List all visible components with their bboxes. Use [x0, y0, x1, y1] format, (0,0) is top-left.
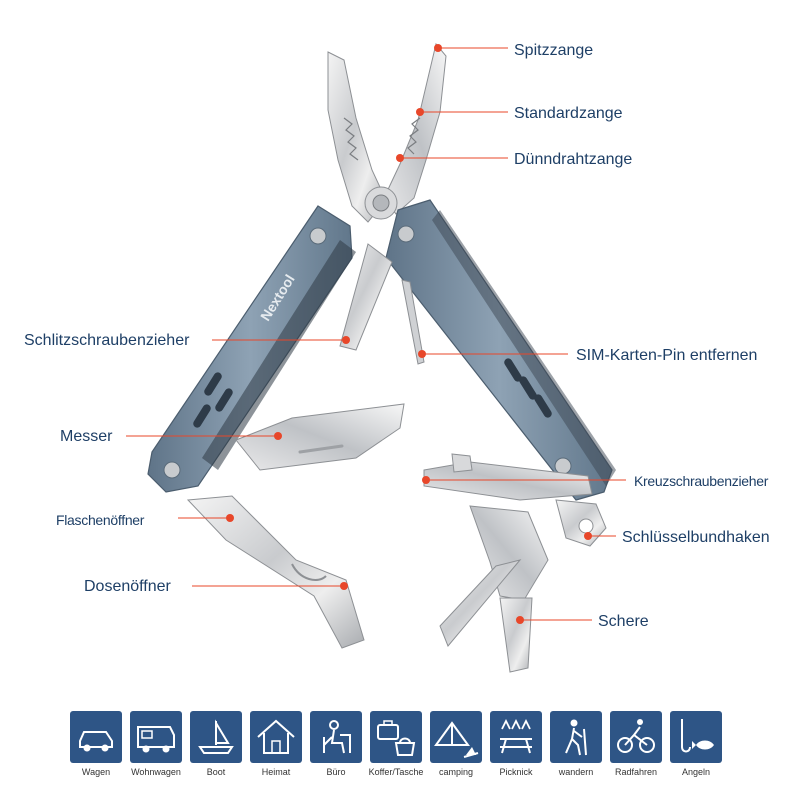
- label-messer: Messer: [60, 428, 113, 445]
- label-kreuzschraubenzieher: Kreuzschraubenzieher: [634, 473, 769, 489]
- car-icon: [70, 711, 122, 763]
- usage-item: wandern: [550, 711, 602, 777]
- usage-item: Boot: [190, 711, 242, 777]
- callout-leaders: [126, 44, 626, 624]
- caravan-icon: [130, 711, 182, 763]
- usage-item: Picknick: [490, 711, 542, 777]
- tent-icon: [430, 711, 482, 763]
- usage-item: Wohnwagen: [130, 711, 182, 777]
- usage-label: Koffer/Tasche: [368, 767, 424, 777]
- fishing-icon: [670, 711, 722, 763]
- pliers-jaws: [327, 42, 447, 223]
- key-hook: [555, 499, 607, 547]
- usage-icon-strip: Wagen Wohnwagen Boot Heimat Büro Koffer/…: [70, 711, 730, 791]
- label-flaschenoeffner: Flaschenöffner: [56, 512, 145, 528]
- bottle-can-opener: [186, 495, 365, 649]
- usage-label: wandern: [558, 767, 594, 777]
- usage-label: Picknick: [499, 767, 533, 777]
- usage-label: Büro: [326, 767, 346, 777]
- label-dosenoeffner: Dosenöffner: [84, 578, 171, 595]
- usage-item: Wagen: [70, 711, 122, 777]
- label-schluesselbundhaken: Schlüsselbundhaken: [622, 529, 770, 546]
- usage-label: Wohnwagen: [131, 767, 181, 777]
- scissors: [439, 505, 549, 673]
- usage-item: Angeln: [670, 711, 722, 777]
- usage-label: Angeln: [681, 767, 711, 777]
- label-schere: Schere: [598, 613, 649, 630]
- usage-label: Radfahren: [614, 767, 658, 777]
- usage-item: Koffer/Tasche: [369, 711, 423, 777]
- cycling-icon: [610, 711, 662, 763]
- label-standardzange: Standardzange: [514, 105, 623, 122]
- house-icon: [250, 711, 302, 763]
- right-handle: [385, 199, 616, 501]
- usage-label: Wagen: [81, 767, 111, 777]
- usage-label: Boot: [206, 767, 226, 777]
- usage-item: camping: [430, 711, 482, 777]
- suitcase-icon: [370, 711, 422, 763]
- label-duenndrahtzange: Dünndrahtzange: [514, 151, 633, 168]
- usage-item: Radfahren: [610, 711, 662, 777]
- label-schlitzschraubenzieher: Schlitzschraubenzieher: [24, 332, 190, 349]
- phillips-screwdriver: [423, 453, 593, 501]
- usage-label: Heimat: [261, 767, 291, 777]
- boat-icon: [190, 711, 242, 763]
- office-icon: [310, 711, 362, 763]
- left-handle: Nextool: [147, 205, 356, 493]
- inner-tools: [339, 243, 425, 365]
- picnic-icon: [490, 711, 542, 763]
- label-sim-pin: SIM-Karten-Pin entfernen: [576, 347, 758, 364]
- label-spitzzange: Spitzzange: [514, 42, 594, 59]
- usage-item: Heimat: [250, 711, 302, 777]
- hiking-icon: [550, 711, 602, 763]
- usage-label: camping: [438, 767, 474, 777]
- usage-item: Büro: [310, 711, 362, 777]
- knife-blade: [235, 403, 405, 471]
